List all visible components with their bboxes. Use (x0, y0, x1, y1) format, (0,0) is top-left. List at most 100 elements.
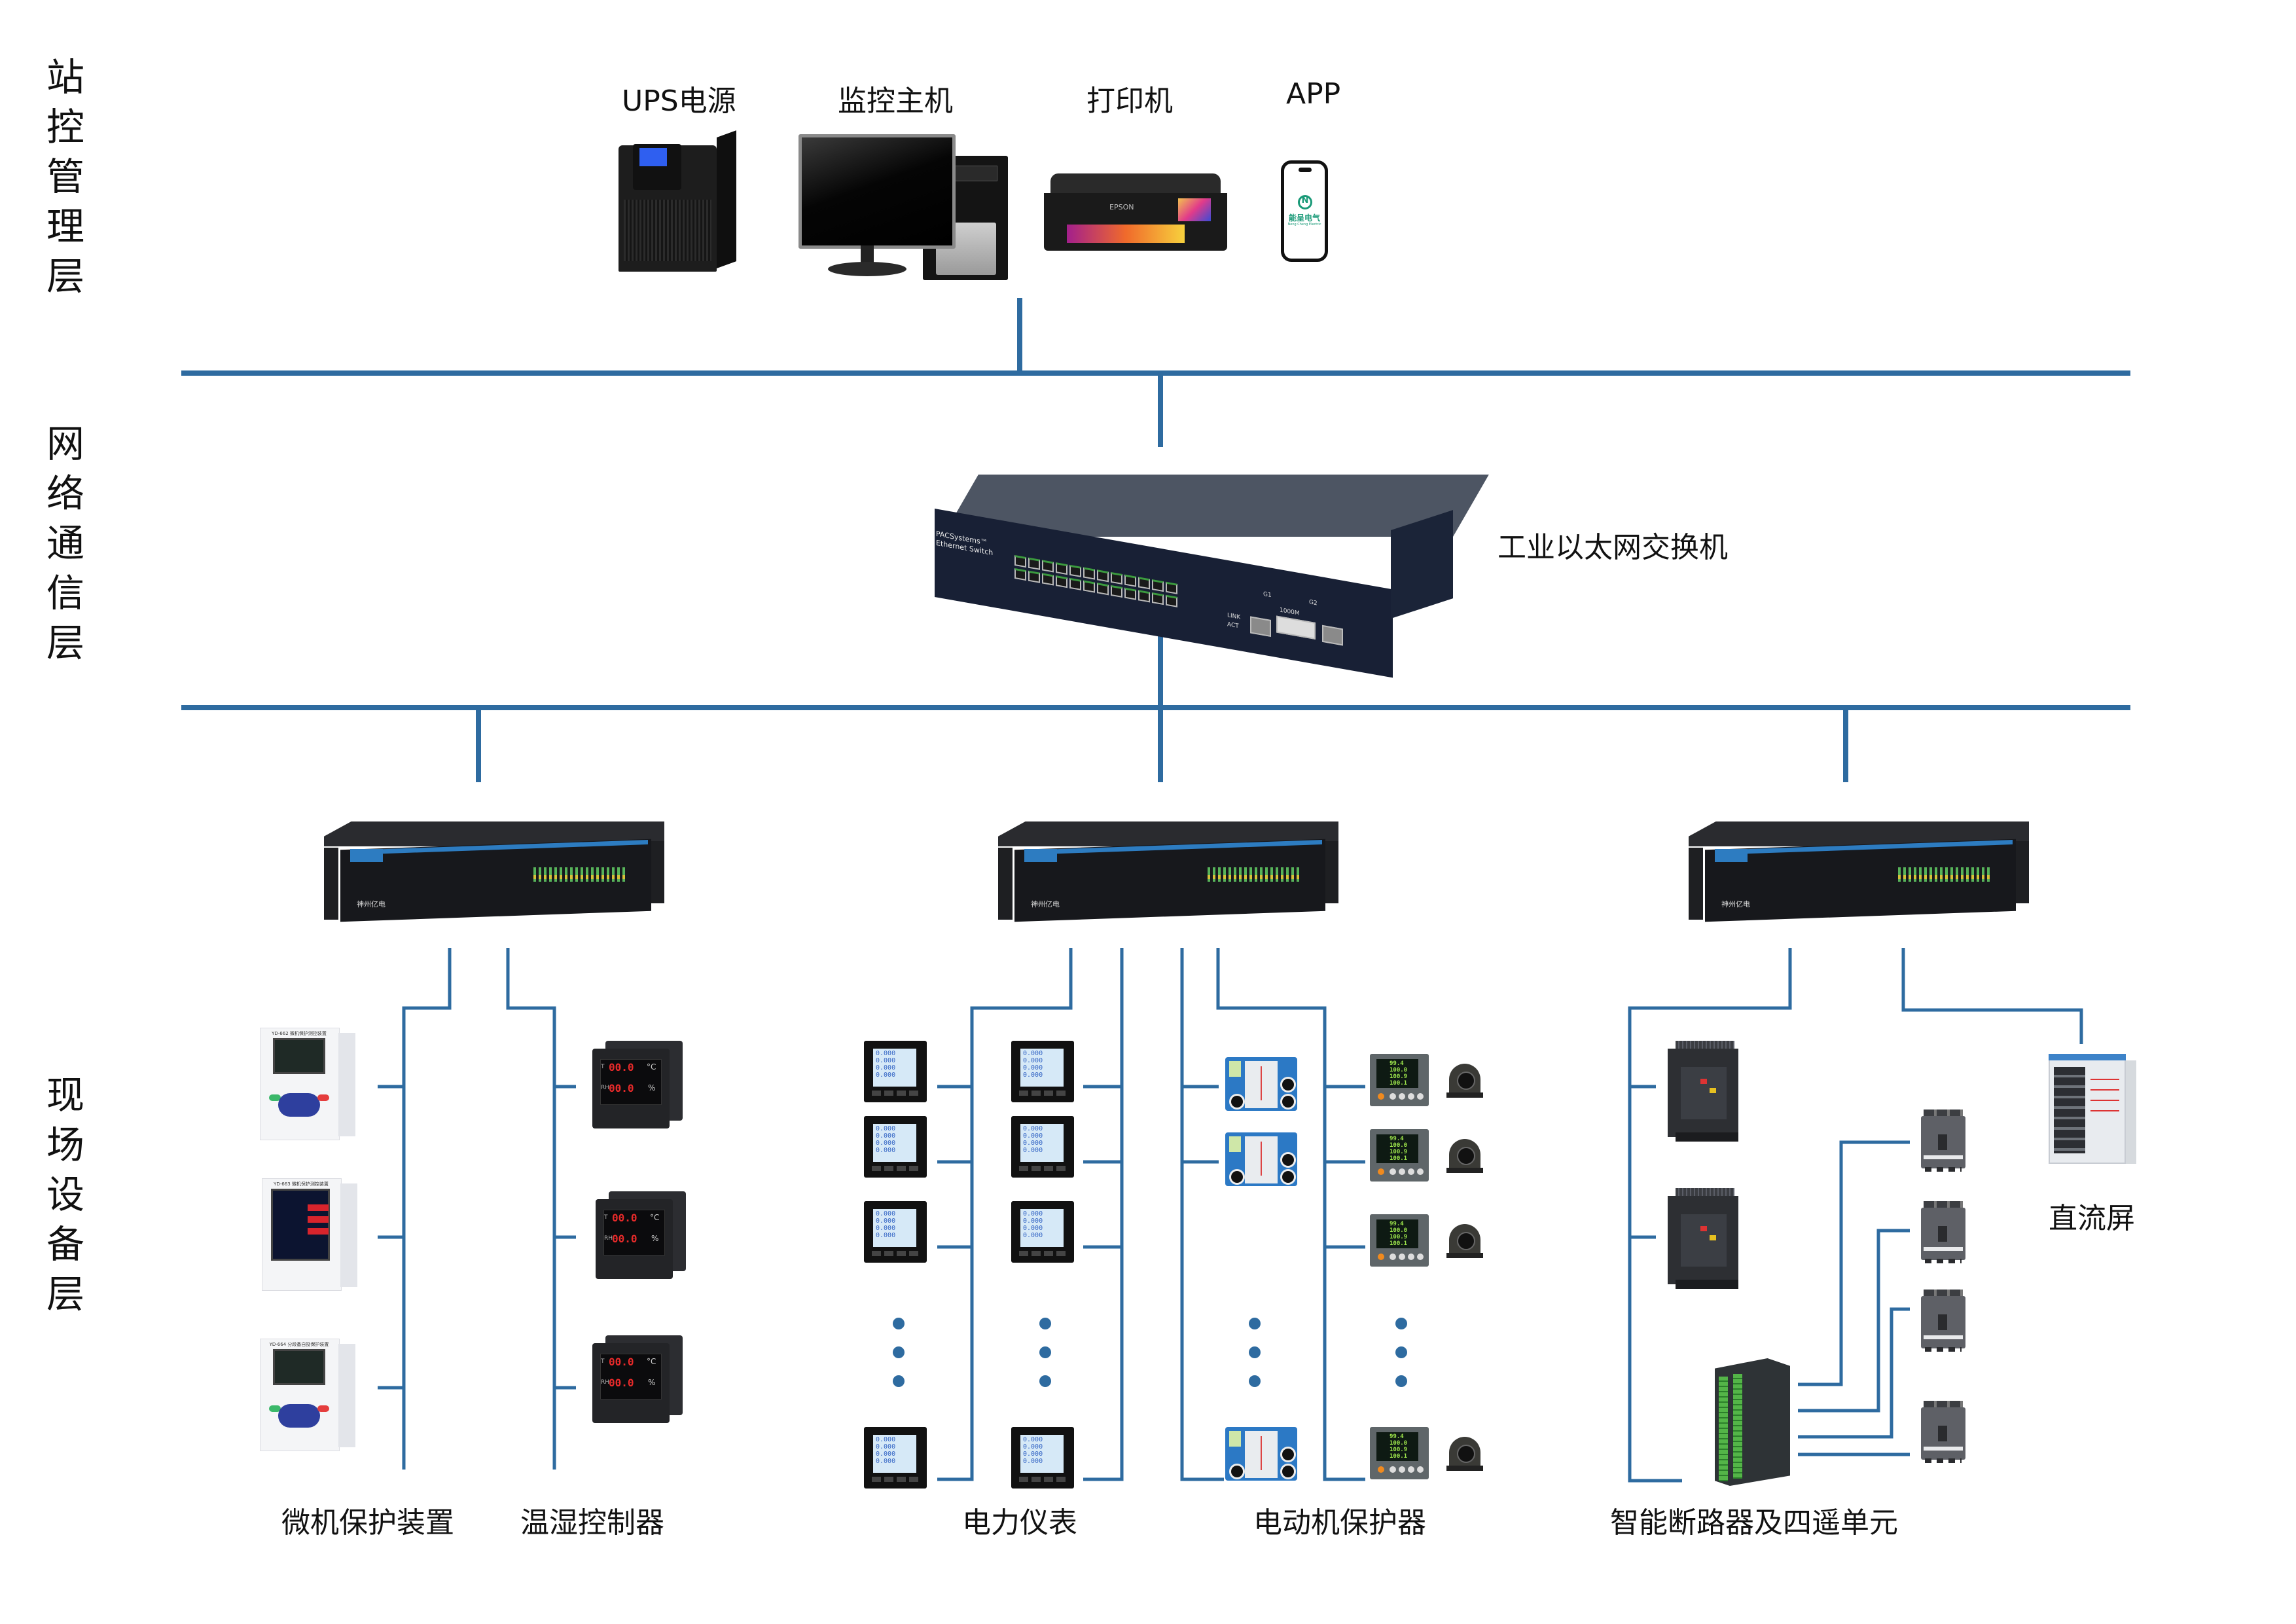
temp-humidity-controller: T 00.0 °C RH 00.0 % (592, 1335, 687, 1427)
printer-brand: EPSON (1109, 203, 1134, 211)
breaker-trunk (1628, 948, 1792, 1483)
ethernet-port (1069, 564, 1081, 577)
meter-reading: 0.000 (1023, 1232, 1043, 1239)
app-label: APP (1286, 77, 1341, 111)
protection-relay: YD-663 微机保护测控装置 (262, 1178, 360, 1291)
motor-reading: 100.1 (1390, 1080, 1408, 1087)
ethernet-port (1138, 590, 1150, 603)
motor-reading: 100.9 (1390, 1234, 1408, 1240)
air-circuit-breaker (1662, 1041, 1741, 1146)
motor-trunk-a (1180, 948, 1224, 1481)
molded-case-breaker (1921, 1201, 1967, 1263)
meter-trunk-b (1083, 948, 1124, 1481)
gateway-brand: 神州亿电 (357, 900, 386, 909)
meter-reading: 0.000 (1023, 1125, 1043, 1132)
host-label: 监控主机 (838, 84, 953, 118)
protection-relay: YD-664 分段备自投保护装置 (260, 1339, 358, 1451)
meter-reading: 0.000 (876, 1436, 896, 1443)
group-label-motor: 电动机保护器 (1253, 1506, 1426, 1540)
layer-label-field: 现 场 设 备 层 (46, 1073, 84, 1316)
more-meters-ellipsis (893, 1318, 905, 1404)
monitoring-host-device (785, 134, 1011, 280)
brand-logo-icon: N (1298, 195, 1312, 209)
ethernet-port (1014, 554, 1026, 568)
group-label-dc: 直流屏 (2049, 1202, 2135, 1235)
meter-reading: 0.000 (1023, 1132, 1043, 1140)
ethernet-port (1014, 568, 1026, 581)
group-label-meter: 电力仪表 (962, 1506, 1077, 1540)
switchgear-controller (1225, 1132, 1297, 1186)
temp-humidity-controller: T 00.0 °C RH 00.0 % (596, 1191, 691, 1283)
relay-trunk (402, 948, 452, 1470)
switchgear-controller (1225, 1057, 1297, 1111)
ethernet-port (1028, 570, 1040, 583)
io-link (1798, 1307, 1910, 1439)
ethernet-port (1111, 585, 1122, 598)
motor-reading: 100.0 (1390, 1067, 1408, 1074)
ethernet-port (1083, 567, 1095, 580)
motor-reading: 100.9 (1390, 1074, 1408, 1080)
motor-reading: 100.1 (1390, 1155, 1408, 1162)
meter-reading: 0.000 (876, 1140, 896, 1147)
ethernet-port (1069, 577, 1081, 590)
app-brand-cn: 能呈电气 (1288, 213, 1320, 223)
meter-reading: 0.000 (876, 1072, 896, 1079)
more-motor-ellipsis (1249, 1318, 1261, 1404)
motor-trunk-b (1216, 948, 1365, 1481)
motor-reading: 100.0 (1390, 1227, 1408, 1234)
ethernet-port (1152, 579, 1164, 592)
dc-trunk (1901, 948, 2083, 1044)
g2-label: G2 (1309, 599, 1318, 607)
current-transformer (1446, 1139, 1483, 1173)
meter-reading: 0.000 (876, 1050, 896, 1057)
meter-reading: 0.000 (876, 1147, 896, 1154)
io-link (1798, 1229, 1910, 1413)
sfp-port-g1 (1250, 616, 1271, 638)
meter-reading: 0.000 (1023, 1218, 1043, 1225)
meter-reading: 0.000 (876, 1458, 896, 1465)
air-circuit-breaker (1662, 1188, 1741, 1293)
motor-reading: 100.0 (1390, 1440, 1408, 1447)
ethernet-port (1138, 577, 1150, 590)
motor-reading: 99.4 (1390, 1060, 1404, 1067)
group-label-th: 温湿控制器 (520, 1506, 664, 1540)
gateway-brand: 神州亿电 (1721, 900, 1750, 909)
meter-reading: 0.000 (1023, 1064, 1043, 1072)
meter-reading: 0.000 (876, 1057, 896, 1064)
printer-label: 打印机 (1086, 84, 1173, 118)
motor-reading: 99.4 (1390, 1221, 1404, 1227)
meter-reading: 0.000 (1023, 1147, 1043, 1154)
app-brand-en: Neng Cheng Electric (1287, 223, 1321, 226)
ethernet-port (1124, 574, 1136, 587)
meter-reading: 0.000 (1023, 1050, 1043, 1057)
io-link (1798, 1140, 1910, 1386)
gateway-right: 神州亿电 (1689, 821, 2029, 922)
g1-label: G1 (1263, 590, 1272, 600)
meter-reading: 0.000 (1023, 1140, 1043, 1147)
printer-device: EPSON (1044, 173, 1227, 252)
meter-reading: 0.000 (1023, 1225, 1043, 1232)
current-transformer (1446, 1224, 1483, 1258)
more-motor-ellipsis (1395, 1318, 1407, 1404)
meter-reading: 0.000 (1023, 1436, 1043, 1443)
ethernet-port (1166, 594, 1177, 607)
motor-reading: 100.1 (1390, 1240, 1408, 1247)
current-transformer (1446, 1064, 1483, 1098)
sfp-port-g2 (1322, 624, 1343, 646)
motor-reading: 99.4 (1390, 1434, 1404, 1440)
meter-reading: 0.000 (1023, 1057, 1043, 1064)
ethernet-port (1056, 562, 1067, 575)
molded-case-breaker (1921, 1290, 1967, 1352)
layer-label-network: 网 络 通 信 层 (46, 422, 84, 665)
